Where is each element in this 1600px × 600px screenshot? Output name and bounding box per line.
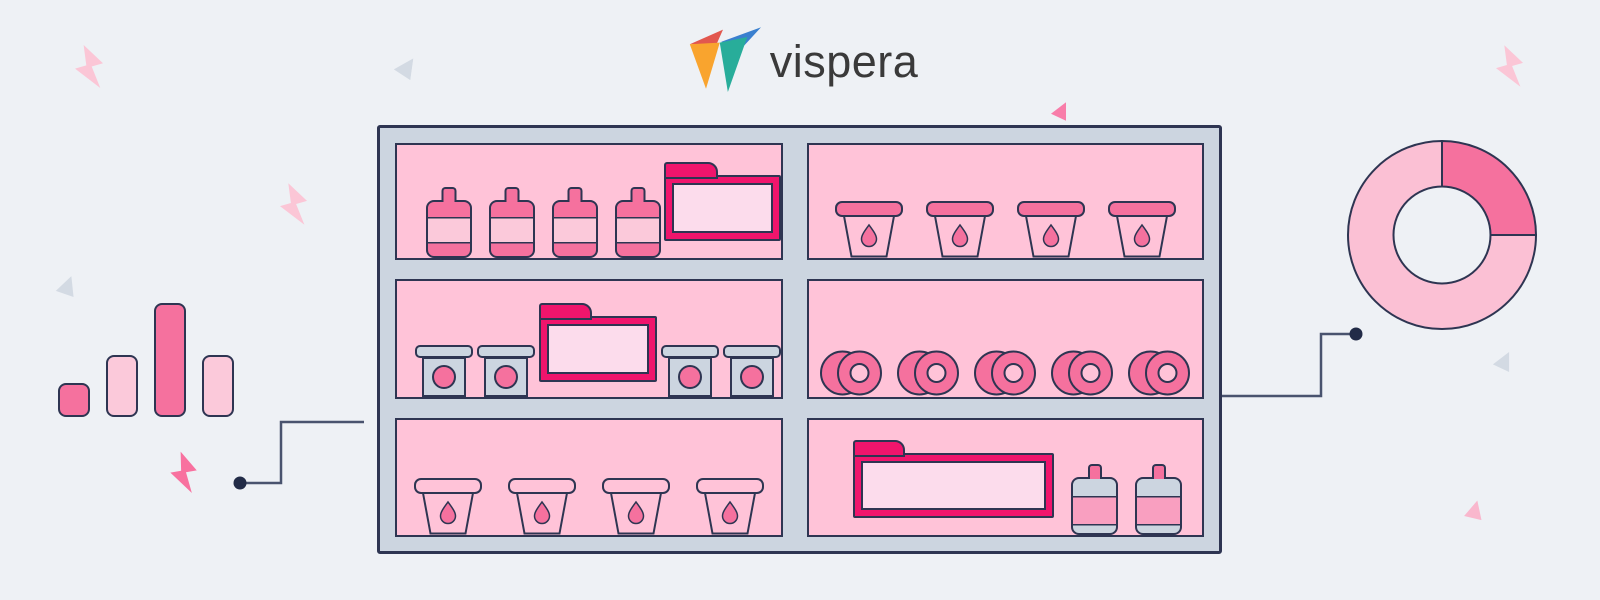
donut-stack-product: [896, 350, 959, 396]
vispera-logo-mark-icon: [689, 27, 761, 92]
folder-tab: [853, 440, 905, 457]
tub-product: [477, 345, 535, 397]
yogurt-cup-product: [1108, 201, 1176, 258]
yogurt-cup-product: [508, 478, 576, 535]
shelf-section-top-left: [395, 143, 783, 260]
triangle-icon: [1464, 500, 1482, 521]
right-connector-line: [1222, 332, 1351, 398]
shelf-section-middle-right: [807, 279, 1204, 399]
yogurt-cup-product: [1017, 201, 1085, 258]
lightning-bolt-icon: [1496, 45, 1523, 87]
shelf-section-middle-left: [395, 279, 783, 399]
bottle-product: [552, 200, 598, 258]
folder-label: [547, 324, 649, 374]
product-row: [397, 281, 781, 397]
bottle-product: [426, 200, 472, 258]
folder-label: [861, 461, 1046, 510]
gray-bottle-product: [1135, 477, 1182, 535]
folder-tab: [664, 162, 718, 179]
yogurt-cup-product: [696, 478, 764, 535]
triangle-icon: [393, 58, 414, 81]
shelf: [377, 125, 1222, 554]
triangle-icon: [1492, 352, 1510, 372]
lightning-bolt-icon: [75, 45, 103, 88]
left-connector-dot: [233, 476, 247, 490]
yogurt-cup-product: [602, 478, 670, 535]
product-row: [397, 145, 781, 258]
left-connector-line: [240, 420, 364, 485]
donut-stack-product: [819, 350, 882, 396]
folder-label: [672, 183, 773, 233]
product-row: [809, 145, 1202, 258]
triangle-icon: [55, 276, 74, 298]
yogurt-cup-product: [926, 201, 994, 258]
bar-chart: [58, 299, 234, 417]
lightning-bolt-icon: [170, 451, 197, 493]
vispera-logo: vispera: [0, 24, 1600, 92]
folder-icon: [853, 440, 1054, 518]
donut-stack-product: [973, 350, 1036, 396]
folder-icon: [664, 162, 781, 241]
product-row: [809, 281, 1202, 397]
shelf-section-top-right: [807, 143, 1204, 260]
donut-slice-1: [1347, 139, 1538, 330]
folder-body: [664, 175, 781, 241]
bottle-product: [615, 200, 661, 258]
folder-body: [539, 316, 657, 382]
tub-product: [661, 345, 719, 397]
bar-0: [58, 383, 90, 417]
shelf-section-bottom-left: [395, 418, 783, 537]
triangle-icon: [1051, 102, 1066, 121]
tub-product: [723, 345, 781, 397]
donut-stack-product: [1127, 350, 1190, 396]
folder-icon: [539, 303, 657, 382]
tub-product: [415, 345, 473, 397]
bar-3: [202, 355, 234, 417]
donut-slice-0: [1441, 139, 1538, 236]
bar-1: [106, 355, 138, 417]
bottle-product: [489, 200, 535, 258]
product-row: [809, 420, 1202, 535]
product-row: [397, 420, 781, 535]
lightning-bolt-icon: [280, 183, 307, 225]
donut-chart: [1347, 139, 1538, 330]
folder-tab: [539, 303, 592, 320]
bar-2: [154, 303, 186, 417]
yogurt-cup-product: [414, 478, 482, 535]
folder-body: [853, 453, 1054, 518]
shelf-section-bottom-right: [807, 418, 1204, 537]
donut-stack-product: [1050, 350, 1113, 396]
vispera-wordmark: vispera: [769, 35, 919, 87]
gray-bottle-product: [1071, 477, 1118, 535]
yogurt-cup-product: [835, 201, 903, 258]
